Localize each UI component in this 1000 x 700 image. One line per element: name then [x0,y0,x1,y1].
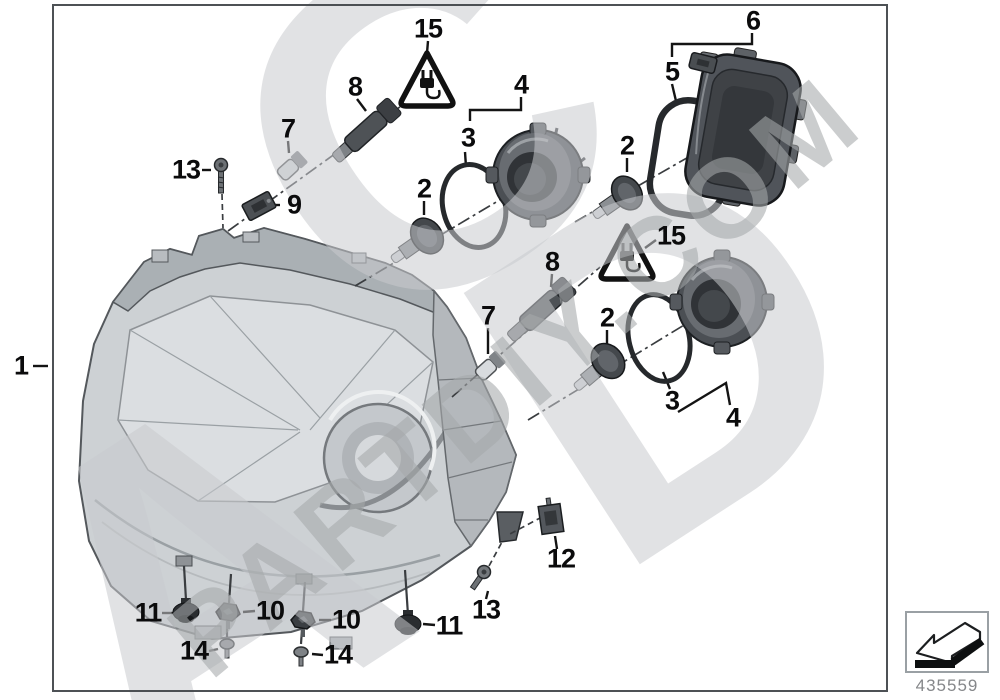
direction-icon-box [905,611,989,673]
igniter-part [507,276,577,342]
retainer-ring-part [485,122,591,228]
indicator-bulb-part [276,151,308,181]
bulb-cover-part [684,47,808,207]
screw-small-part [219,638,309,667]
bulb-part [390,217,445,264]
direction-of-travel-arrow-icon [915,621,985,668]
cover-latch-part [688,51,718,75]
screw-long-part [213,157,492,591]
diagram-border-frame [52,4,888,692]
igniter-part [332,97,402,163]
diagram-part-number: 435559 [915,676,979,695]
adjuster-clip-part [241,190,277,222]
indicator-bulb-part [474,351,506,381]
warning-triangle-icon [398,50,456,109]
grommet-part [172,598,422,635]
warning-triangle-icon [598,223,656,282]
headlight-housing [77,226,524,650]
callout-leader-lines [33,33,754,657]
bulb-part [592,175,644,219]
mount-bracket-part [537,497,565,536]
bulb-part [573,342,626,391]
retainer-ring-part [669,249,775,355]
clip-part [215,602,316,637]
